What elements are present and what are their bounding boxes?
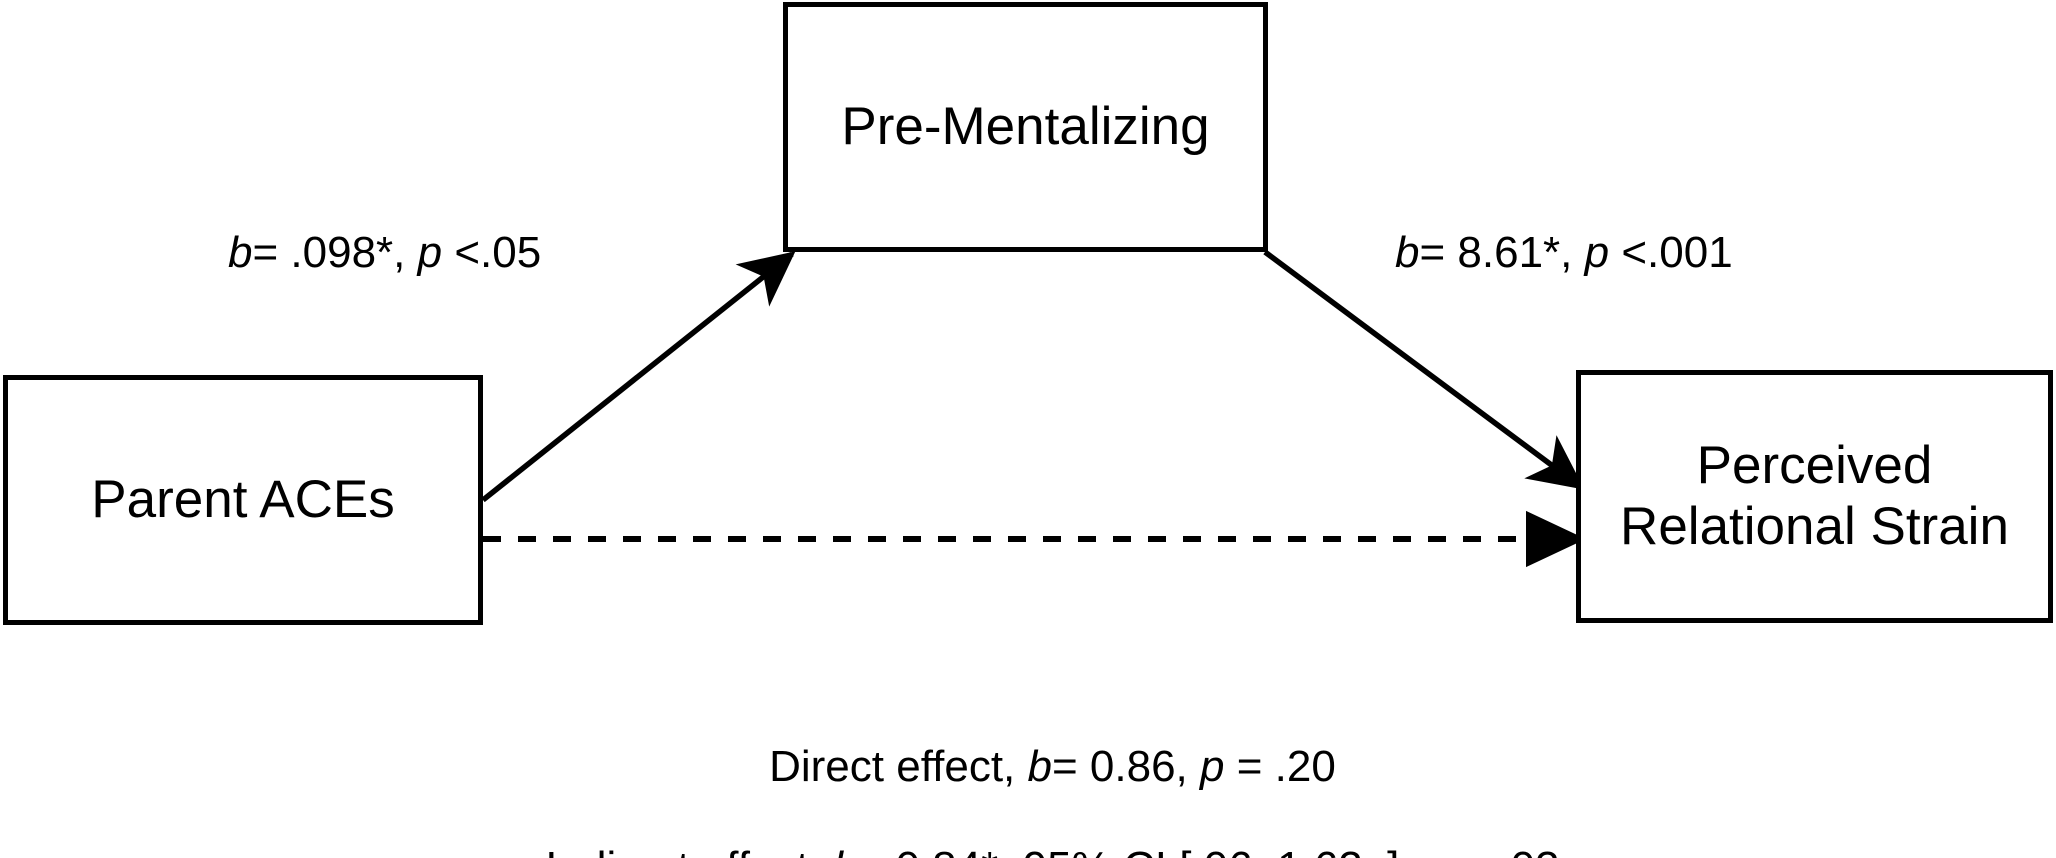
direct-effect-p-value: = .20 bbox=[1224, 742, 1336, 791]
direct-effect-p-symbol: p bbox=[1200, 742, 1225, 791]
a-path-coefficient-label: b= .098*, p <.05 bbox=[228, 228, 541, 278]
indirect-effect-prefix: Indirect effect, bbox=[545, 843, 833, 858]
indirect-effect-b-symbol: b bbox=[833, 843, 857, 858]
b-path-b-symbol: b bbox=[1395, 228, 1420, 277]
b-path-b-value: = 8.61*, bbox=[1419, 228, 1585, 277]
outcome-label-line-1: Perceived bbox=[1696, 436, 1933, 496]
node-pre-mentalizing-label: Pre-Mentalizing bbox=[841, 96, 1210, 156]
b-path-coefficient-label: b= 8.61*, p <.001 bbox=[1395, 228, 1733, 278]
direct-effect-b-value: = 0.86, bbox=[1051, 742, 1200, 791]
a-path-p-value: <.05 bbox=[442, 228, 542, 277]
a-path-b-symbol: b bbox=[228, 228, 253, 277]
b-path-p-value: <.001 bbox=[1609, 228, 1733, 277]
outcome-label-line-2: Relational Strain bbox=[1620, 496, 2009, 556]
b-path-p-symbol: p bbox=[1584, 228, 1610, 277]
a-path-p-symbol: p bbox=[417, 228, 443, 277]
a-path-b-value: = .098*, bbox=[252, 228, 418, 277]
direct-effect-b-symbol: b bbox=[1027, 742, 1052, 791]
b-path-arrow bbox=[1263, 249, 1585, 490]
indirect-effect-p-value: = .03 bbox=[1448, 843, 1560, 858]
node-perceived-relational-strain[interactable]: Perceived Relational Strain bbox=[1576, 370, 2053, 623]
direct-effect-prefix: Direct effect, bbox=[769, 742, 1028, 791]
a-path-arrow bbox=[481, 251, 796, 503]
direct-effect-statement: Direct effect, b= 0.86, p = .20 bbox=[0, 692, 2056, 842]
node-parent-aces[interactable]: Parent ACEs bbox=[3, 375, 483, 625]
node-pre-mentalizing[interactable]: Pre-Mentalizing bbox=[783, 2, 1268, 252]
node-parent-aces-label: Parent ACEs bbox=[91, 469, 395, 529]
indirect-effect-b-value: = 0.84*, 95% CI [.06, 1.62 ], bbox=[858, 843, 1424, 858]
node-perceived-relational-strain-label: Perceived Relational Strain bbox=[1612, 436, 2017, 557]
indirect-effect-p-symbol: p bbox=[1424, 843, 1448, 858]
indirect-effect-statement: Indirect effect, b= 0.84*, 95% CI [.06, … bbox=[0, 793, 2056, 858]
